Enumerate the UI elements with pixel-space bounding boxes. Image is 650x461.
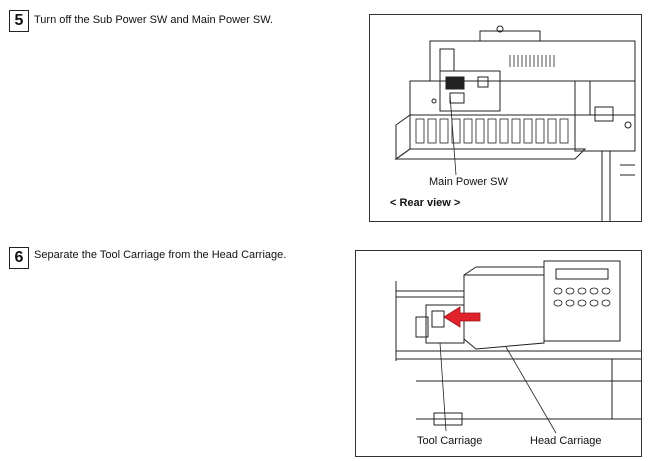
main-power-sw-label: Main Power SW [429,176,508,188]
step-6-number: 6 [9,247,29,269]
step-5-number: 5 [9,10,29,32]
carriage-illustration [395,260,641,434]
tool-carriage-label: Tool Carriage [417,435,483,447]
rear-view-illustration [394,25,636,221]
step-5-instruction: Turn off the Sub Power SW and Main Power… [34,14,274,26]
head-carriage-label: Head Carriage [530,435,602,447]
step-6-instruction: Separate the Tool Carriage from the Head… [34,249,287,261]
rear-view-figure: Main Power SW < Rear view > [369,14,642,222]
rear-view-label: < Rear view > [390,197,461,209]
carriage-figure: Tool Carriage Head Carriage [355,250,642,457]
